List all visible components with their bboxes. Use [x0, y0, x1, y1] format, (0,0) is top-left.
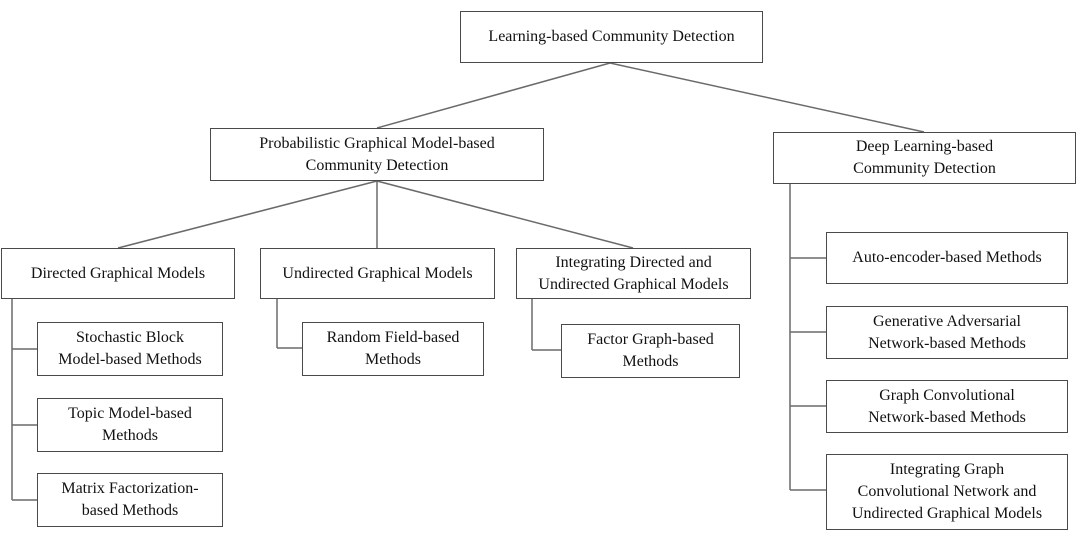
node-gan-label: Generative Adversarial Network-based Met… [868, 312, 1026, 352]
node-matrix-factorization: Matrix Factorization- based Methods [37, 473, 223, 527]
node-stochastic-block-label: Stochastic Block Model-based Methods [58, 329, 202, 368]
node-pgm: Probabilistic Graphical Model-based Comm… [210, 128, 544, 181]
node-gcn-label: Graph Convolutional Network-based Method… [868, 386, 1026, 426]
node-random-field-label: Random Field-based Methods [326, 329, 460, 368]
node-gcn-undirected-label: Integrating Graph Convolutional Network … [851, 461, 1043, 522]
node-gcn-undirected: Integrating Graph Convolutional Network … [826, 454, 1068, 530]
node-directed: Directed Graphical Models [1, 248, 235, 299]
node-matrix-factorization-label: Matrix Factorization- based Methods [61, 480, 199, 519]
node-pgm-label: Probabilistic Graphical Model-based Comm… [259, 134, 495, 174]
node-random-field: Random Field-based Methods [302, 322, 484, 376]
node-root-label: Learning-based Community Detection [488, 28, 735, 45]
node-undirected-label: Undirected Graphical Models [282, 264, 473, 282]
node-root: Learning-based Community Detection [460, 11, 763, 63]
node-undirected: Undirected Graphical Models [260, 248, 495, 299]
edge-root-to-deep [609, 62, 925, 133]
node-deep-learning: Deep Learning-based Community Detection [773, 132, 1076, 184]
node-directed-label: Directed Graphical Models [30, 264, 206, 282]
node-gan: Generative Adversarial Network-based Met… [826, 306, 1068, 359]
node-integrating: Integrating Directed and Undirected Grap… [516, 248, 751, 299]
node-gcn: Graph Convolutional Network-based Method… [826, 380, 1068, 433]
edge-pgm-to-integrating [376, 180, 634, 249]
edge-pgm-to-directed [117, 180, 378, 249]
node-stochastic-block: Stochastic Block Model-based Methods [37, 322, 223, 376]
node-factor-graph-label: Factor Graph-based Methods [587, 331, 714, 370]
node-factor-graph: Factor Graph-based Methods [561, 324, 740, 378]
node-autoencoder: Auto-encoder-based Methods [826, 232, 1068, 284]
node-autoencoder-label: Auto-encoder-based Methods [852, 249, 1042, 266]
node-deep-learning-label: Deep Learning-based Community Detection [853, 138, 996, 177]
edge-root-to-pgm [376, 62, 611, 129]
node-topic-model: Topic Model-based Methods [37, 398, 223, 452]
node-integrating-label: Integrating Directed and Undirected Grap… [538, 253, 729, 293]
node-topic-model-label: Topic Model-based Methods [68, 405, 192, 444]
